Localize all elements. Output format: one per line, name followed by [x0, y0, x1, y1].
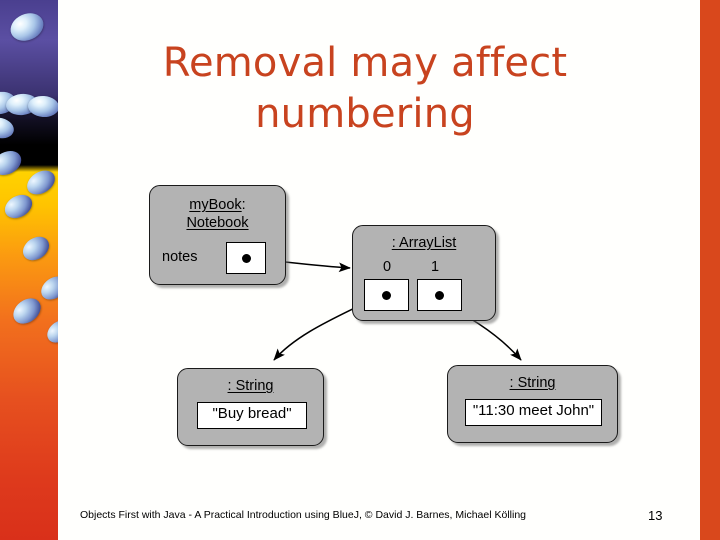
reference-dot-icon	[242, 254, 251, 263]
string-value-box-1: "11:30 meet John"	[465, 399, 602, 426]
object-box-mybook[interactable]: myBook: Notebook notes	[149, 185, 286, 285]
reference-box-index-1[interactable]	[417, 279, 462, 311]
reference-dot-icon	[435, 291, 444, 300]
sidebar-decoration-image	[0, 0, 58, 540]
field-label-notes: notes	[162, 249, 198, 265]
object-box-string-0[interactable]: : String "Buy bread"	[177, 368, 324, 446]
accent-bar-right	[700, 0, 720, 540]
object-name-label: myBook	[189, 197, 242, 213]
string-value-box-0: "Buy bread"	[197, 402, 307, 429]
object-box-arraylist[interactable]: : ArrayList 0 1	[352, 225, 496, 321]
object-class-label: : String	[509, 375, 556, 391]
page-number: 13	[648, 508, 663, 523]
object-name-colon: :	[241, 197, 246, 213]
object-class-label: : ArrayList	[391, 235, 457, 251]
object-class-label: Notebook	[186, 214, 249, 231]
object-title-string-1: : String	[448, 375, 617, 393]
object-box-string-1[interactable]: : String "11:30 meet John"	[447, 365, 618, 443]
page-title: Removal may affect numbering	[162, 40, 568, 138]
reference-box-index-0[interactable]	[364, 279, 409, 311]
object-title-mybook: myBook: Notebook	[150, 197, 285, 232]
reference-dot-icon	[382, 291, 391, 300]
index-label-1: 1	[430, 259, 440, 275]
object-title-arraylist: : ArrayList	[353, 235, 495, 253]
footer-attribution: Objects First with Java - A Practical In…	[80, 509, 527, 521]
reference-box-notes[interactable]	[226, 242, 266, 274]
sidebar-gradient	[0, 0, 58, 540]
object-class-label: : String	[227, 378, 274, 394]
object-title-string-0: : String	[178, 378, 323, 396]
index-label-0: 0	[382, 259, 392, 275]
